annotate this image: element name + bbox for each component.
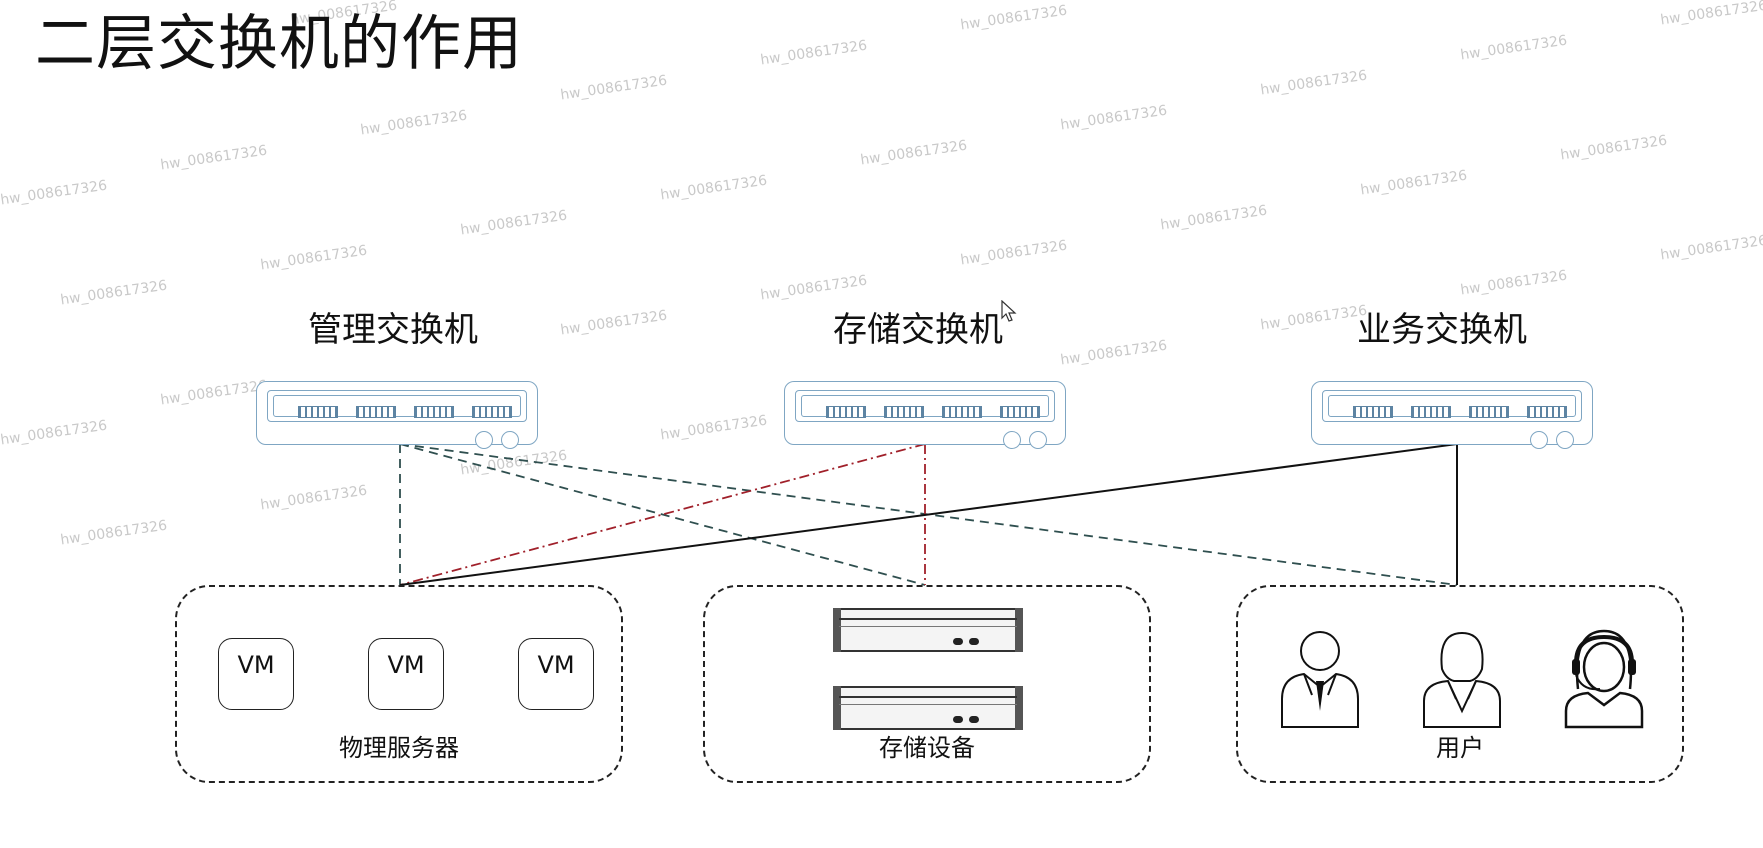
link-business-servers <box>399 443 1458 586</box>
group-label-storage: 存储设备 <box>879 734 975 762</box>
switch-label-management: 管理交换机 <box>308 310 478 350</box>
support-agent-icon <box>1564 629 1644 729</box>
link-mgmt-storage <box>399 443 926 586</box>
male-user-icon <box>1281 631 1359 728</box>
switch-label-storage: 存储交换机 <box>833 310 1003 350</box>
switch-icon <box>1311 381 1593 449</box>
group-storage: 存储设备 <box>703 585 1151 783</box>
switch-icon <box>256 381 538 449</box>
business-links <box>399 443 1458 586</box>
switch-label-business: 业务交换机 <box>1357 310 1527 350</box>
vm-box: VM <box>518 638 594 710</box>
female-user-icon <box>1423 631 1501 728</box>
switch-icon <box>784 381 1066 449</box>
storage-links <box>399 443 926 586</box>
group-label-physical-servers: 物理服务器 <box>339 734 459 762</box>
storage-server-icon <box>833 686 1023 730</box>
group-physical-servers: VM VM VM 物理服务器 <box>175 585 623 783</box>
page-title: 二层交换机的作用 <box>35 9 523 79</box>
vm-box: VM <box>368 638 444 710</box>
mouse-cursor-icon <box>1001 300 1017 322</box>
group-users: 用户 <box>1236 585 1684 783</box>
vm-box: VM <box>218 638 294 710</box>
storage-server-icon <box>833 608 1023 652</box>
group-label-users: 用户 <box>1436 734 1484 762</box>
